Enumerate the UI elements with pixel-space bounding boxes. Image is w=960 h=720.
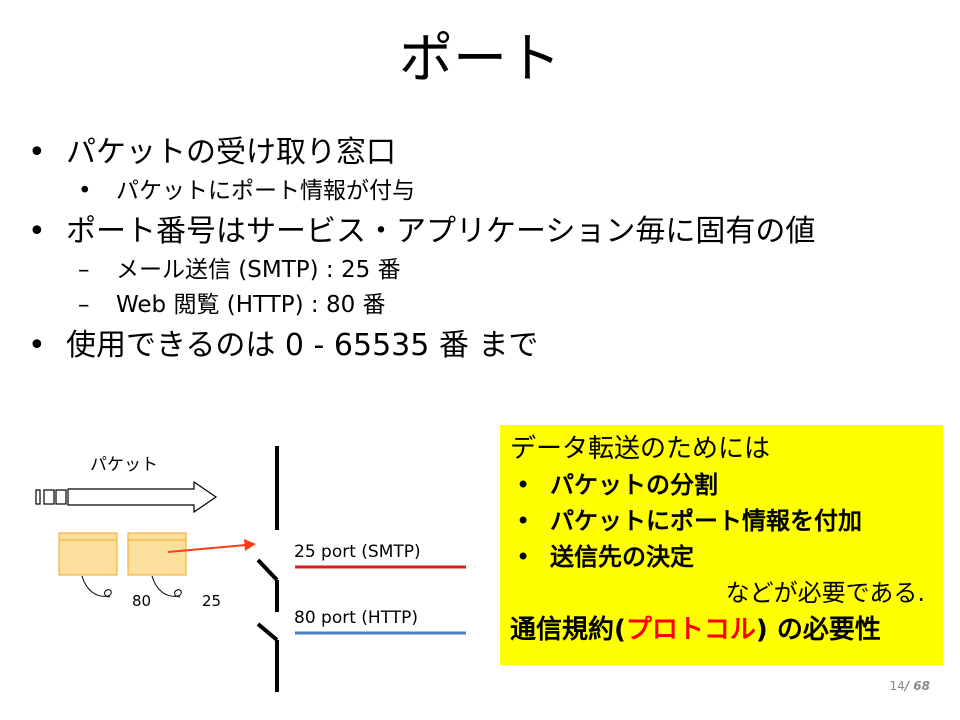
info-item-text: パケットの分割 <box>550 471 718 499</box>
bullet-mark: • <box>28 214 46 249</box>
packet-envelope-icon <box>58 532 118 576</box>
bullet-item: • ポート番号はサービス・アプリケーション毎に固有の値 <box>28 211 928 253</box>
http-port-label: 80 port (HTTP) <box>294 608 419 628</box>
info-item: • パケットの分割 <box>510 467 933 503</box>
transfer-arrow-line <box>167 544 247 553</box>
bullet-mark: • <box>516 507 531 535</box>
packet-label: パケット <box>90 455 158 475</box>
packet-fragment-icon <box>35 489 41 505</box>
packet-fragment-icon <box>55 489 67 505</box>
sub-bullet-item: – メール送信 (SMTP) : 25 番 <box>28 253 928 288</box>
sub-bullet-text: パケットにポート情報が付与 <box>116 178 415 204</box>
smtp-port-label: 25 port (SMTP) <box>294 542 421 562</box>
info-heading: データ転送のためには <box>510 434 771 464</box>
page-current: 14 <box>889 679 905 693</box>
packet-number-80: 80 <box>132 592 152 610</box>
info-item: • 送信先の決定 <box>510 539 933 575</box>
packet-envelope-icon <box>127 532 187 576</box>
tag-line-icon <box>81 575 112 598</box>
bullet-mark: • <box>516 543 531 571</box>
page-total: 68 <box>913 679 930 693</box>
packet-number-25: 25 <box>202 592 222 610</box>
info-item-text: パケットにポート情報を付加 <box>550 507 862 535</box>
open-gate-http <box>256 622 279 642</box>
conclusion-prefix: 通信規約( <box>510 615 626 645</box>
info-box: データ転送のためには • パケットの分割 • パケットにポート情報を付加 • 送… <box>500 425 943 665</box>
bullet-item: • 使用できるのは 0 - 65535 番 まで <box>28 325 928 367</box>
info-item-text: 送信先の決定 <box>550 543 694 571</box>
packet-fragment-icon <box>43 489 55 505</box>
transfer-arrow-head-icon <box>244 539 256 551</box>
page-total-prefix: / <box>904 679 914 693</box>
sub-bullet-text: Web 閲覧 (HTTP) : 80 番 <box>116 292 386 318</box>
conclusion-suffix: ) の必要性 <box>755 615 881 645</box>
info-continuation: などが必要である. <box>725 579 925 607</box>
info-conclusion: 通信規約(プロトコル) の必要性 <box>510 611 933 649</box>
bullet-mark: • <box>516 471 531 499</box>
conclusion-protocol: プロトコル <box>625 615 756 645</box>
bullet-text: ポート番号はサービス・アプリケーション毎に固有の値 <box>66 214 816 249</box>
slide-title: ポート <box>399 27 561 90</box>
dash-mark: – <box>78 292 90 318</box>
bullet-mark: • <box>28 328 46 363</box>
port-diagram <box>35 446 466 692</box>
bullet-item: • パケットの受け取り窓口 <box>28 132 928 174</box>
dash-mark: – <box>78 257 90 283</box>
sub-bullet-item: • パケットにポート情報が付与 <box>28 174 928 209</box>
sub-bullet-mark: • <box>78 178 92 204</box>
info-item: • パケットにポート情報を付加 <box>510 503 933 539</box>
bullet-text: パケットの受け取り窓口 <box>66 135 396 170</box>
bullet-text: 使用できるのは 0 - 65535 番 まで <box>66 328 539 363</box>
bullet-mark: • <box>28 135 46 170</box>
flow-arrow-icon <box>67 480 218 514</box>
sub-bullet-text: メール送信 (SMTP) : 25 番 <box>116 257 401 283</box>
bullet-list: • パケットの受け取り窓口 • パケットにポート情報が付与 • ポート番号はサー… <box>28 132 928 367</box>
sub-bullet-item: – Web 閲覧 (HTTP) : 80 番 <box>28 288 928 323</box>
page-number: 14/ 68 <box>889 678 930 694</box>
open-gate-smtp <box>256 558 279 582</box>
tag-line-icon <box>151 575 182 598</box>
